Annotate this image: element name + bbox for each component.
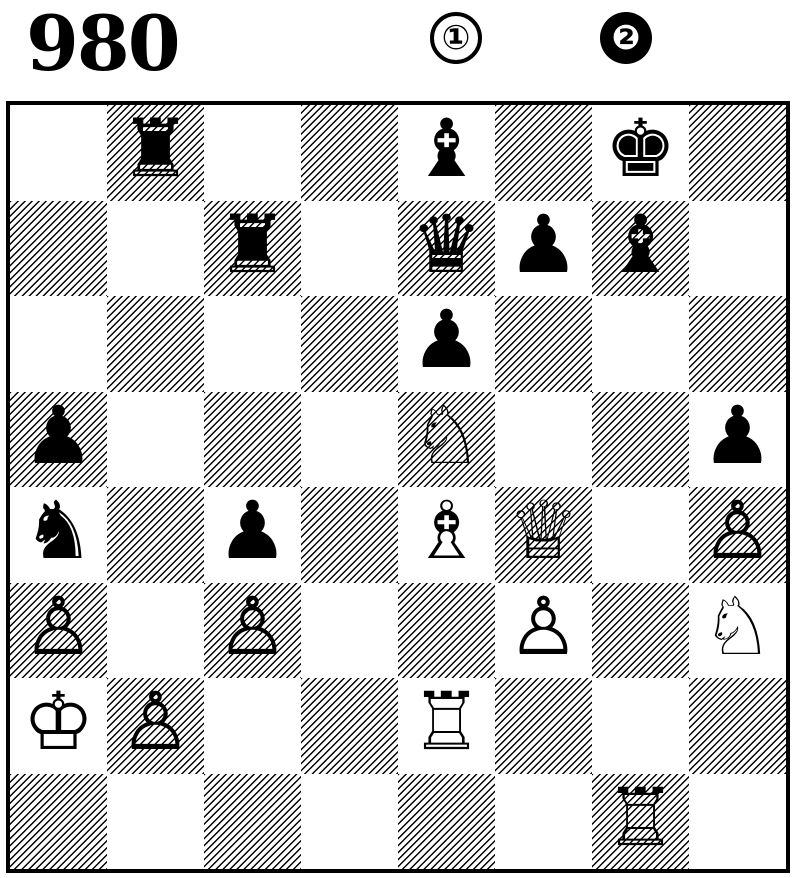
- square-f5: [495, 392, 592, 488]
- black-to-move-marker: ❷: [600, 12, 652, 64]
- white-pawn-c3: ♙: [216, 579, 289, 673]
- square-b5: [107, 392, 204, 488]
- square-f2: [495, 678, 592, 774]
- square-d1: [301, 774, 398, 870]
- square-b1: [107, 774, 204, 870]
- puzzle-number: 980: [26, 0, 181, 88]
- white-rook-g1: ♖: [604, 770, 677, 864]
- square-c7: [204, 200, 301, 296]
- square-c5: [204, 391, 301, 487]
- square-c3: [204, 582, 301, 678]
- square-c1: [204, 773, 301, 869]
- square-e1: [398, 773, 495, 869]
- square-d2: [301, 678, 398, 774]
- black-rook-b8: ♜: [119, 102, 192, 195]
- square-a1: [10, 773, 107, 869]
- white-bishop-e4: ♗: [410, 484, 483, 577]
- square-g5: [592, 391, 689, 487]
- square-d8: [301, 105, 398, 201]
- white-knight-e5: ♘: [410, 388, 483, 482]
- white-king-a2: ♔: [22, 675, 95, 768]
- square-d4: [301, 487, 398, 583]
- white-pawn-f3: ♙: [507, 579, 580, 673]
- square-h7: [689, 201, 786, 297]
- square-b6: [107, 296, 204, 392]
- black-bishop-e8: ♝: [410, 102, 483, 195]
- square-f8: [495, 105, 592, 201]
- square-a7: [10, 200, 107, 296]
- square-b3: [107, 583, 204, 679]
- square-g1: [592, 773, 689, 869]
- black-pawn-h5: ♟: [701, 388, 774, 482]
- square-h2: [689, 678, 786, 774]
- square-g2: [592, 678, 689, 774]
- square-b4: [107, 487, 204, 583]
- chess-board: ♜♝♚♜♛♟♝♟♟♘♟♞♟♗♕♙♙♙♙♘♔♙♖♖: [6, 101, 790, 873]
- square-g3: [592, 582, 689, 678]
- black-pawn-a5: ♟: [22, 388, 95, 482]
- square-b2: [107, 678, 204, 774]
- square-a3: [10, 582, 107, 678]
- square-c8: [204, 105, 301, 201]
- black-rook-c7: ♜: [216, 197, 289, 291]
- square-g4: [592, 487, 689, 583]
- black-knight-a4: ♞: [22, 484, 95, 577]
- square-g6: [592, 296, 689, 392]
- square-d7: [301, 201, 398, 297]
- square-e7: [398, 200, 495, 296]
- black-pawn-e6: ♟: [410, 293, 483, 386]
- square-g7: [592, 200, 689, 296]
- square-c2: [204, 678, 301, 774]
- black-bishop-g7: ♝: [604, 197, 677, 291]
- square-b7: [107, 201, 204, 297]
- square-d6: [301, 296, 398, 392]
- square-a6: [10, 296, 107, 392]
- black-king-g8: ♚: [604, 102, 677, 195]
- white-queen-f4: ♕: [507, 484, 580, 577]
- black-queen-e7: ♛: [410, 197, 483, 291]
- square-d3: [301, 583, 398, 679]
- square-d5: [301, 392, 398, 488]
- square-f1: [495, 774, 592, 870]
- black-pawn-c4: ♟: [216, 484, 289, 577]
- square-a8: [10, 105, 107, 201]
- square-h8: [689, 105, 786, 201]
- white-knight-h3: ♘: [701, 579, 774, 673]
- square-e3: [398, 582, 495, 678]
- white-pawn-h4: ♙: [701, 484, 774, 577]
- square-h1: [689, 774, 786, 870]
- black-pawn-f7: ♟: [507, 197, 580, 291]
- square-f6: [495, 296, 592, 392]
- white-rook-e2: ♖: [410, 675, 483, 768]
- square-e5: [398, 391, 495, 487]
- white-pawn-b2: ♙: [119, 675, 192, 768]
- square-b8: [107, 105, 204, 201]
- square-f4: [495, 487, 592, 583]
- square-c6: [204, 296, 301, 392]
- square-a5: [10, 391, 107, 487]
- white-pawn-a3: ♙: [22, 579, 95, 673]
- white-to-move-marker: ①: [430, 12, 482, 64]
- square-h4: [689, 487, 786, 583]
- square-h6: [689, 296, 786, 392]
